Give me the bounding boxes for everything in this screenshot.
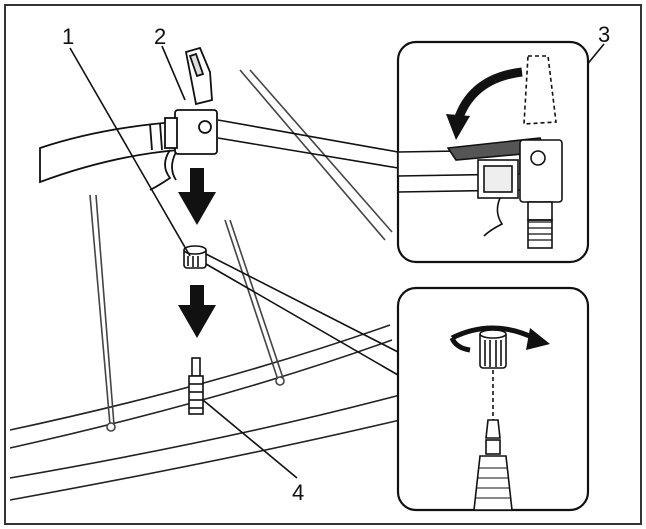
down-arrow-icon <box>178 168 216 225</box>
wheel-spokes <box>89 69 393 432</box>
wheel-rim <box>9 324 401 501</box>
down-arrow-icon <box>178 285 216 338</box>
callout-3: 3 <box>598 22 610 47</box>
pump-head-icon <box>149 46 218 191</box>
inset-cap-detail <box>396 286 590 512</box>
lever-rotate-arrow-icon <box>446 67 523 140</box>
valve-cap-icon <box>183 245 207 269</box>
presta-valve-icon <box>188 357 204 415</box>
callout-4: 4 <box>292 480 304 505</box>
cap-rotate-arrow-icon <box>449 325 550 353</box>
callout-2: 2 <box>154 24 166 49</box>
callout-1: 1 <box>62 24 74 49</box>
inset-lever-detail <box>396 40 590 264</box>
